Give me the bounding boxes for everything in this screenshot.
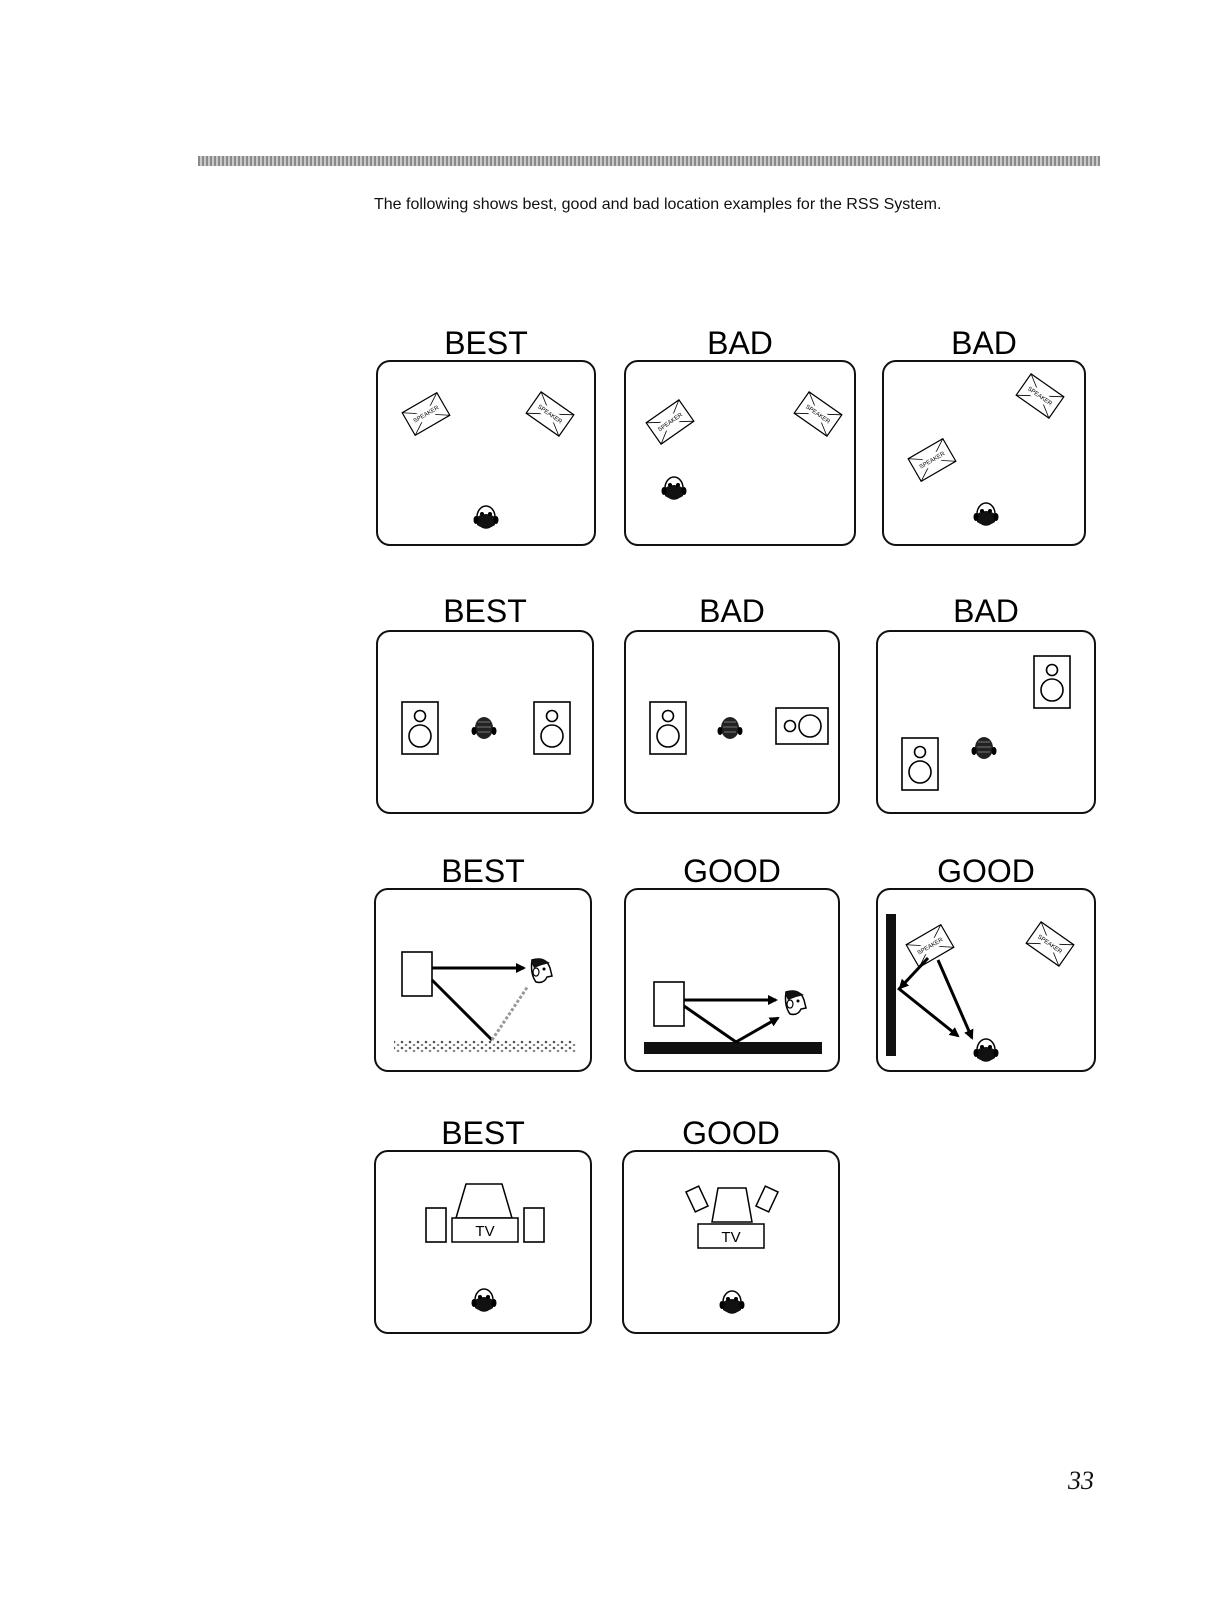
diagram-good-hard-floor	[624, 888, 840, 1072]
listener-icon	[472, 1289, 497, 1311]
diagram-bad-angled-offcenter: SPEAKER SPEAKER	[624, 360, 856, 546]
listener-icon	[472, 717, 497, 739]
listener-icon	[662, 477, 687, 499]
floor-icon	[394, 1040, 576, 1052]
label-good-tv-angled: GOOD	[622, 1116, 840, 1150]
speaker-icon	[534, 702, 570, 754]
header-rule	[198, 156, 1100, 166]
page-number: 33	[1068, 1466, 1094, 1496]
listener-icon	[974, 503, 999, 525]
speaker-icon	[902, 738, 938, 790]
diagram-bad-box-staggered	[876, 630, 1096, 814]
speaker-icon	[756, 1186, 778, 1212]
label-best-tv-flanked: BEST	[374, 1116, 592, 1150]
speaker-icon: SPEAKER	[906, 925, 954, 968]
listener-icon	[785, 991, 806, 1015]
tv-icon: TV	[698, 1188, 764, 1248]
speaker-icon: SPEAKER	[794, 392, 842, 436]
speaker-icon	[776, 708, 828, 744]
listener-icon	[974, 1039, 999, 1061]
label-bad-staggered: BAD	[882, 326, 1086, 360]
speaker-icon: SPEAKER	[526, 392, 574, 436]
speaker-icon	[402, 952, 432, 996]
floor-icon	[644, 1042, 822, 1054]
intro-text: The following shows best, good and bad l…	[374, 196, 941, 214]
label-best-angled-pair: BEST	[376, 326, 596, 360]
label-bad-mixed-boxes: BAD	[624, 594, 840, 628]
diagram-best-box-pair	[376, 630, 594, 814]
label-bad-angled-offcenter: BAD	[624, 326, 856, 360]
diagram-best-angled-pair: SPEAKER SPEAKER	[376, 360, 596, 546]
diagram-best-tv-flanked: TV	[374, 1150, 592, 1334]
listener-icon	[474, 506, 499, 528]
speaker-icon	[426, 1208, 446, 1242]
diagram-best-carpet-floor	[374, 888, 592, 1072]
svg-text:TV: TV	[475, 1223, 494, 1240]
diagram-good-tv-angled: TV	[622, 1150, 840, 1334]
speaker-icon: SPEAKER	[1026, 922, 1074, 966]
speaker-icon: SPEAKER	[402, 393, 450, 436]
speaker-icon	[650, 702, 686, 754]
tv-icon: TV	[452, 1184, 518, 1242]
speaker-icon	[524, 1208, 544, 1242]
speaker-icon: SPEAKER	[1016, 374, 1064, 418]
wall-icon	[886, 914, 896, 1056]
speaker-icon	[1034, 656, 1070, 708]
svg-text:TV: TV	[721, 1229, 740, 1246]
listener-icon	[718, 717, 743, 739]
speaker-icon: SPEAKER	[908, 439, 956, 482]
diagram-good-near-wall: SPEAKER SPEAKER	[876, 888, 1096, 1072]
diagram-bad-mixed-boxes	[624, 630, 840, 814]
speaker-icon	[654, 982, 684, 1026]
speaker-icon: SPEAKER	[646, 400, 694, 444]
diagram-bad-staggered: SPEAKER SPEAKER	[882, 360, 1086, 546]
speaker-icon	[686, 1186, 708, 1212]
label-bad-box-staggered: BAD	[876, 594, 1096, 628]
listener-icon	[972, 737, 997, 759]
label-best-carpet-floor: BEST	[374, 854, 592, 888]
label-best-box-pair: BEST	[376, 594, 594, 628]
listener-icon	[720, 1291, 745, 1313]
listener-icon	[531, 959, 552, 983]
label-good-near-wall: GOOD	[876, 854, 1096, 888]
speaker-icon	[402, 702, 438, 754]
label-good-hard-floor: GOOD	[624, 854, 840, 888]
